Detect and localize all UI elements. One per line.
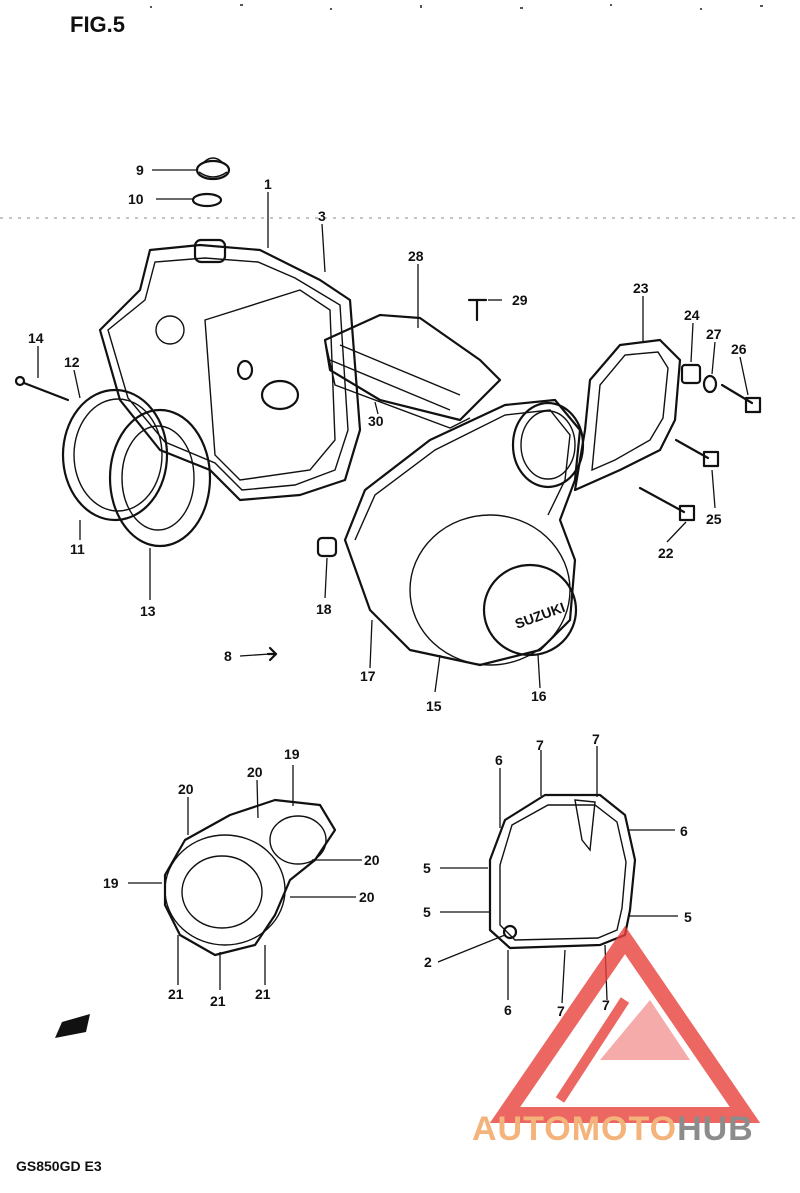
- left-cover-gasket: [163, 798, 337, 957]
- callout-7-d: 7: [602, 997, 610, 1013]
- automotohub-logo: [489, 925, 761, 1123]
- o-ring: [191, 192, 223, 208]
- callout-2: 2: [424, 954, 432, 970]
- callout-30: 30: [368, 413, 384, 429]
- callout-11: 11: [70, 541, 85, 557]
- callout-13: 13: [140, 603, 156, 619]
- callout-29: 29: [512, 292, 528, 308]
- bolt-25: [674, 438, 720, 468]
- callout-5-a: 5: [423, 860, 431, 876]
- crankcase-cover: [98, 238, 362, 502]
- right-cover-gasket: [488, 793, 637, 950]
- oil-filler-cap: [195, 157, 231, 181]
- figure-title: FIG.5: [70, 12, 126, 37]
- screw-29: [467, 298, 488, 322]
- callout-28: 28: [408, 248, 424, 264]
- callout-5-b: 5: [423, 904, 431, 920]
- cam-cover: [323, 313, 502, 429]
- callout-21-c: 21: [255, 986, 271, 1002]
- callout-7-c: 7: [557, 1003, 565, 1019]
- callout-20-d: 20: [359, 889, 375, 905]
- side-cover: [61, 388, 212, 548]
- watermark-text: AUTOMOTOHUB: [472, 1110, 754, 1149]
- callout-labels: 9 10 1 3 28 29 23 24 27 26 14 12 30 25 2…: [28, 162, 747, 1019]
- callout-6-b: 6: [680, 823, 688, 839]
- callout-27: 27: [706, 326, 722, 342]
- callout-15: 15: [426, 698, 442, 714]
- callout-20-c: 20: [364, 852, 380, 868]
- generator-cover: SUZUKI: [343, 398, 585, 667]
- callout-7-a: 7: [536, 737, 544, 753]
- watermark-text-main: AUTOMOTO: [472, 1110, 678, 1148]
- callout-14: 14: [28, 330, 44, 346]
- callout-12: 12: [64, 354, 80, 370]
- dowel-pin: [316, 536, 338, 558]
- callout-9: 9: [136, 162, 144, 178]
- callout-20-a: 20: [247, 764, 263, 780]
- callout-1: 1: [264, 176, 272, 192]
- callout-24: 22: [658, 545, 674, 561]
- washer-27: [702, 374, 718, 394]
- callout-8: 8: [224, 648, 232, 664]
- front-arrow-icon: [55, 1014, 90, 1038]
- bolt-24: [638, 486, 696, 522]
- callout-3: 3: [318, 208, 326, 224]
- callout-26: 26: [731, 341, 747, 357]
- callout-19-left: 19: [103, 875, 119, 891]
- callout-6-a: 6: [495, 752, 503, 768]
- callout-22: 23: [633, 280, 649, 296]
- callout-10: 10: [128, 191, 144, 207]
- callout-20-b: 20: [178, 781, 194, 797]
- callout-21-b: 21: [210, 993, 226, 1009]
- spacer-23: [680, 363, 702, 385]
- watermark-text-hub: HUB: [677, 1110, 754, 1148]
- bolt-26: [720, 383, 762, 414]
- leader-lines: [37, 169, 749, 1004]
- callout-25: 25: [706, 511, 722, 527]
- scan-noise: [150, 4, 763, 10]
- callout-18: 18: [316, 601, 332, 617]
- callout-6-c: 6: [504, 1002, 512, 1018]
- callout-16: 16: [531, 688, 547, 704]
- callout-7-b: 7: [592, 731, 600, 747]
- starter-cover: [573, 338, 682, 492]
- bolt-14: [14, 375, 70, 402]
- callout-17: 17: [360, 668, 376, 684]
- callout-23: 24: [684, 307, 700, 323]
- callout-21-a: 21: [168, 986, 184, 1002]
- model-code: GS850GD E3: [16, 1158, 102, 1174]
- callout-19-top: 19: [284, 746, 300, 762]
- callout-5-c: 5: [684, 909, 692, 925]
